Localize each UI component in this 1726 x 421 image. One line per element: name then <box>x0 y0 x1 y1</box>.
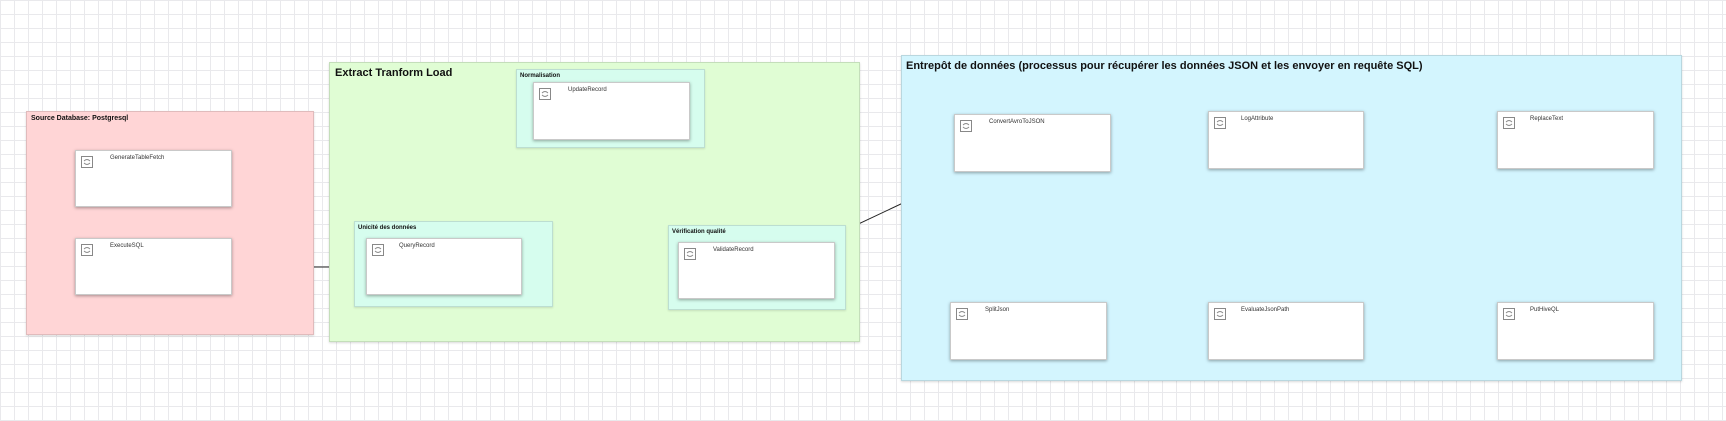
subgroup-title: Normalisation <box>520 73 561 79</box>
processor-name: ReplaceText <box>1530 116 1564 122</box>
processor-name: UpdateRecord <box>568 87 607 93</box>
processor-name: SplitJson <box>985 307 1010 313</box>
processor-log-attribute[interactable]: LogAttribute <box>1208 111 1364 169</box>
processor-icon <box>81 156 93 168</box>
processor-name: ConvertAvroToJSON <box>989 119 1045 125</box>
group-title: Extract Tranform Load <box>335 67 453 79</box>
processor-name: QueryRecord <box>399 243 435 249</box>
processor-convert-avro-to-json[interactable]: ConvertAvroToJSON <box>954 114 1111 172</box>
processor-put-hive-ql[interactable]: PutHiveQL <box>1497 302 1654 360</box>
processor-icon <box>1503 308 1515 320</box>
processor-query-record[interactable]: QueryRecord <box>366 238 522 295</box>
processor-icon <box>539 88 551 100</box>
processor-validate-record[interactable]: ValidateRecord <box>678 242 835 299</box>
processor-update-record[interactable]: UpdateRecord <box>533 82 690 140</box>
processor-icon <box>1503 117 1515 129</box>
group-title: Source Database: Postgresql <box>31 115 129 122</box>
processor-icon <box>81 244 93 256</box>
group-source-database[interactable]: Source Database: Postgresql <box>26 111 314 335</box>
processor-name: ValidateRecord <box>713 247 754 253</box>
processor-name: EvaluateJsonPath <box>1241 307 1290 313</box>
processor-split-json[interactable]: SplitJson <box>950 302 1107 360</box>
processor-icon <box>960 120 972 132</box>
subgroup-title: Vérification qualité <box>672 229 726 235</box>
processor-name: LogAttribute <box>1241 116 1274 122</box>
processor-evaluate-json-path[interactable]: EvaluateJsonPath <box>1208 302 1364 360</box>
processor-name: PutHiveQL <box>1530 307 1560 313</box>
processor-icon <box>1214 308 1226 320</box>
processor-generate-table-fetch[interactable]: GenerateTableFetch <box>75 150 232 207</box>
processor-icon <box>1214 117 1226 129</box>
processor-icon <box>684 248 696 260</box>
processor-execute-sql[interactable]: ExecuteSQL <box>75 238 232 295</box>
processor-name: GenerateTableFetch <box>110 155 165 161</box>
processor-name: ExecuteSQL <box>110 243 144 249</box>
processor-icon <box>372 244 384 256</box>
processor-icon <box>956 308 968 320</box>
subgroup-title: Unicité des données <box>358 225 417 231</box>
processor-replace-text[interactable]: ReplaceText <box>1497 111 1654 169</box>
group-title: Entrepôt de données (processus pour récu… <box>906 60 1423 72</box>
